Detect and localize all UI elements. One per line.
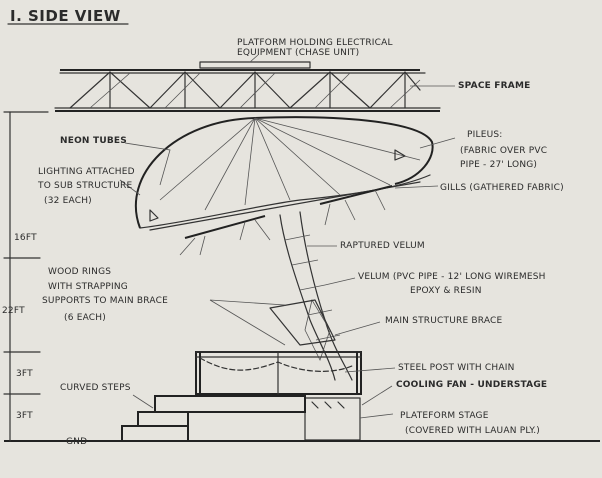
pileus-label-line1: PILEUS: bbox=[467, 130, 503, 140]
leader-lines bbox=[119, 54, 456, 419]
wood-rings-label-line2: WITH STRAPPING bbox=[48, 282, 128, 292]
platform-label-line2: EQUIPMENT (CHASE UNIT) bbox=[237, 48, 359, 58]
lighting-label-line3: (32 EACH) bbox=[44, 196, 92, 206]
stage-assembly bbox=[121, 351, 362, 442]
curved-steps-label: CURVED STEPS bbox=[60, 383, 131, 393]
velum-label-line1: VELUM (PVC PIPE - 12' LONG WIREMESH bbox=[358, 272, 546, 282]
dimension-22ft: 22FT bbox=[2, 306, 25, 316]
wood-rings-label-line4: (6 EACH) bbox=[64, 313, 106, 323]
dimension-line bbox=[3, 111, 49, 442]
lighting-label-line2: TO SUB STRUCTURE bbox=[37, 181, 132, 191]
space-frame-truss bbox=[54, 69, 441, 112]
cooling-fan-label: COOLING FAN - UNDERSTAGE bbox=[396, 380, 547, 390]
steel-post-label: STEEL POST WITH CHAIN bbox=[398, 363, 515, 373]
lighting-label-line1: LIGHTING ATTACHED bbox=[38, 167, 135, 177]
wood-rings-label-line1: WOOD RINGS bbox=[48, 267, 111, 277]
electrical-platform bbox=[199, 61, 311, 69]
dimension-16ft: 16FT bbox=[14, 233, 37, 243]
platform-stage-label-line2: (COVERED WITH LAUAN PLY.) bbox=[405, 426, 540, 436]
raptured-velum-label: RAPTURED VELUM bbox=[340, 241, 425, 251]
dimension-3ft-lower: 3FT bbox=[16, 411, 33, 421]
platform-label-line1: PLATFORM HOLDING ELECTRICAL bbox=[237, 38, 393, 48]
space-frame-label: SPACE FRAME bbox=[458, 81, 530, 91]
pileus-label-line3: PIPE - 27' LONG) bbox=[460, 160, 537, 170]
mushroom-pileus bbox=[134, 116, 434, 256]
dimension-3ft-upper: 3FT bbox=[16, 369, 33, 379]
platform-stage-label-line1: PLATEFORM STAGE bbox=[400, 411, 489, 421]
velum-label-line2: EPOXY & RESIN bbox=[410, 286, 482, 296]
neon-tubes-label: NEON TUBES bbox=[60, 136, 127, 146]
main-brace-label: MAIN STRUCTURE BRACE bbox=[385, 316, 503, 326]
drawing-title: I. SIDE VIEW bbox=[10, 7, 121, 25]
wood-rings-label-line3: SUPPORTS TO MAIN BRACE bbox=[42, 296, 168, 306]
mushroom-stem bbox=[269, 211, 353, 381]
ground-label: GND bbox=[66, 437, 87, 447]
gills-label: GILLS (GATHERED FABRIC) bbox=[440, 183, 564, 193]
pileus-label-line2: (FABRIC OVER PVC bbox=[460, 146, 547, 156]
